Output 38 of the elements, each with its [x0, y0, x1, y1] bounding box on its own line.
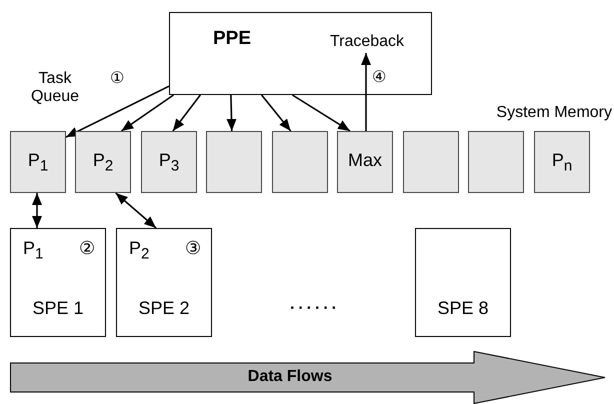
arrow — [361, 53, 371, 131]
memory-cell — [272, 131, 328, 193]
queue-label: Task Queue — [30, 70, 80, 106]
memory-label: System Memory — [495, 104, 612, 122]
memory-cell: Max — [337, 131, 393, 193]
step-number: ② — [79, 239, 95, 259]
memory-cell: P$_{3}$ — [141, 131, 197, 193]
processor-box — [116, 228, 212, 337]
arrow — [32, 193, 42, 228]
arrow — [115, 192, 157, 229]
arrow — [260, 94, 292, 132]
data-flow-arrow — [10, 351, 606, 404]
box-label: SPE 1 — [31, 299, 85, 319]
step-number: ④ — [372, 69, 386, 87]
memory-cell: P$_{1}$ — [10, 131, 66, 193]
ellipsis: ······ — [290, 300, 340, 318]
processor-box — [169, 12, 432, 95]
memory-cell — [206, 131, 262, 193]
arrow — [120, 94, 174, 132]
processor-box — [10, 228, 106, 337]
step-number: ③ — [185, 239, 201, 259]
box-label: SPE 2 — [137, 299, 191, 319]
box-label: SPE 8 — [436, 299, 490, 319]
memory-cell: P$_{n}$ — [534, 131, 590, 193]
box-title: PPE — [212, 29, 252, 50]
processor-box — [415, 228, 511, 337]
arrow — [226, 94, 236, 132]
memory-cell — [403, 131, 459, 193]
data-label: P$_{1}$ — [23, 239, 44, 264]
arrow — [172, 94, 201, 132]
arrow — [292, 94, 350, 132]
memory-cell — [468, 131, 524, 193]
step-number: ① — [110, 70, 124, 88]
arrow — [66, 85, 170, 138]
data-label: P$_{2}$ — [129, 239, 150, 264]
node-label: Traceback — [319, 31, 415, 53]
memory-cell: P$_{2}$ — [75, 131, 131, 193]
arrow-label: Data Flows — [246, 368, 334, 386]
